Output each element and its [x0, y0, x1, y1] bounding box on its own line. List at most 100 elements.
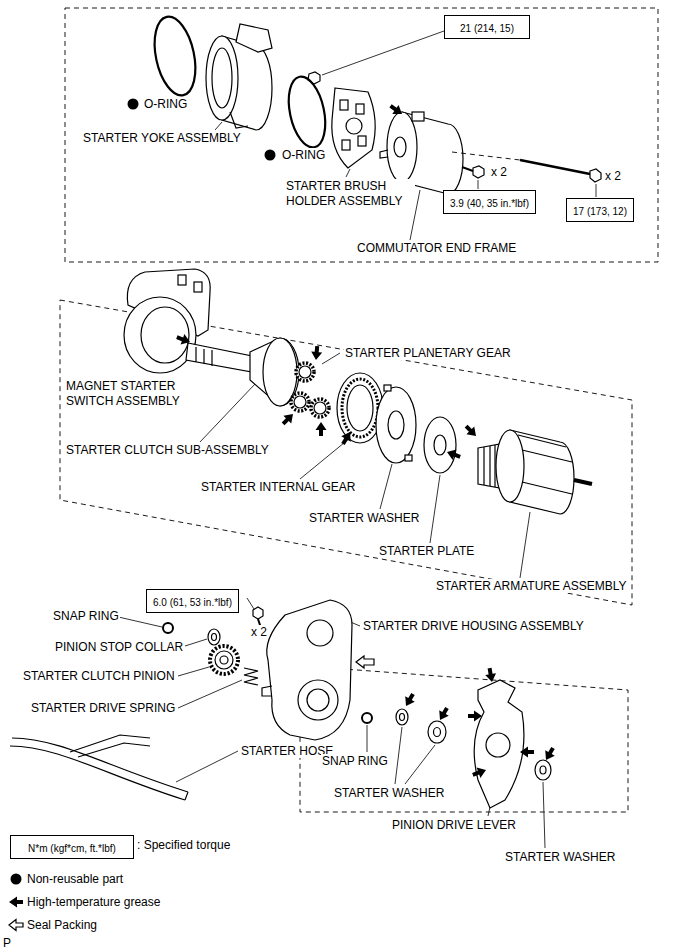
leader-line — [478, 180, 479, 189]
bottom-parts — [471, 765, 488, 780]
drive-lever — [474, 680, 524, 808]
callout-label: STARTER WASHER — [308, 511, 420, 525]
bottom-parts — [484, 667, 497, 683]
bottom-parts — [486, 733, 510, 757]
top-parts — [128, 13, 602, 194]
legend-symbol — [9, 897, 23, 908]
yoke-inner — [212, 48, 232, 108]
bottom-parts — [78, 743, 150, 757]
planet-teeth — [291, 393, 309, 411]
bottom-parts — [468, 711, 482, 722]
o-ring — [148, 13, 202, 99]
bolt-head — [590, 169, 601, 182]
bottom-parts — [70, 735, 150, 752]
middle-parts — [489, 446, 490, 486]
washer — [376, 387, 416, 463]
legend-text: High-temperature grease — [27, 895, 160, 909]
torque-box: 3.9 (40, 35 in.*lbf) — [443, 190, 536, 214]
starter-hose — [12, 738, 188, 792]
bottom-parts — [520, 747, 534, 758]
non-reusable-dot — [265, 150, 276, 161]
callout-label: STARTER BRUSH HOLDER ASSEMBLY — [285, 179, 415, 209]
bottom-parts — [212, 634, 217, 641]
clutch-shaft — [186, 343, 252, 372]
legend-symbol — [11, 874, 22, 885]
torque-box: 21 (214, 15) — [444, 15, 530, 39]
torque-box: 6.0 (61, 53 in.*lbf) — [146, 589, 239, 613]
end-frame-stud — [380, 150, 388, 158]
leader-line — [430, 475, 440, 543]
washer — [428, 721, 446, 743]
callout-label: O-RING — [281, 148, 326, 162]
torque-value: 17 (173, 12) — [573, 206, 627, 218]
callout-label: STARTER WASHER — [504, 850, 616, 864]
group-frame — [60, 8, 658, 812]
seal-packing-arrow — [356, 656, 374, 668]
axis-line — [452, 152, 520, 160]
end-frame-face — [387, 112, 417, 182]
bottom-parts — [401, 691, 418, 709]
switch-terminal — [194, 282, 202, 292]
middle-parts — [338, 429, 355, 447]
leader-line — [215, 122, 222, 130]
end-frame-tab — [412, 112, 424, 121]
screw-head — [473, 166, 484, 178]
nut — [308, 72, 320, 84]
legend-symbol — [9, 920, 23, 931]
planet-hub — [299, 366, 311, 378]
through-bolt — [520, 160, 590, 174]
middle-parts — [483, 447, 484, 485]
leader-line — [178, 667, 209, 676]
callout-label: x 2 — [490, 165, 508, 179]
top-parts — [387, 101, 405, 118]
callout-label: PINION DRIVE LEVER — [391, 818, 517, 832]
bottom-parts — [400, 714, 405, 721]
bottom-parts — [541, 745, 558, 763]
planet-hub — [294, 396, 306, 408]
internal-gear-bore — [347, 385, 373, 431]
middle-parts — [124, 269, 592, 514]
yoke-terminal — [236, 24, 272, 52]
callout-label: P — [2, 936, 12, 949]
leader-line — [405, 745, 435, 784]
legend-text: Non-reusable part — [27, 872, 123, 886]
shaft-spline — [195, 347, 196, 362]
callout-label: STARTER CLUTCH SUB-ASSEMBLY — [65, 443, 270, 457]
brush-center — [346, 118, 362, 134]
bottom-parts — [307, 689, 329, 711]
stop-collar — [208, 629, 220, 645]
callout-label: x 2 — [250, 625, 268, 639]
brush — [340, 100, 348, 110]
drive-housing — [267, 600, 352, 740]
snap-ring — [362, 713, 372, 723]
legend-torque-box: N*m (kgf*cm, ft.*lbf) — [10, 835, 134, 859]
housing-bore — [307, 620, 333, 646]
brush — [342, 140, 350, 150]
middle-parts — [175, 332, 192, 347]
internal-gear-teeth — [342, 379, 378, 437]
armature-face — [496, 430, 524, 502]
snap-ring — [163, 623, 173, 633]
yoke-lead — [230, 112, 248, 128]
leader-line — [367, 725, 368, 752]
switch-bore — [141, 307, 189, 363]
callout-label: MAGNET STARTER SWITCH ASSEMBLY — [65, 379, 192, 409]
middle-parts — [518, 435, 566, 447]
planet-hub — [314, 402, 326, 414]
leader-line — [185, 639, 207, 646]
legend-symbol — [9, 874, 23, 931]
washer-tab — [405, 455, 412, 461]
callout-label: STARTER PLANETARY GEAR — [344, 346, 512, 360]
leader-line — [247, 598, 254, 609]
callout-label: STARTER DRIVE HOUSING ASSEMBLY — [362, 619, 585, 633]
callout-label: STARTER PLATE — [378, 544, 475, 558]
middle-parts — [462, 422, 480, 440]
yoke-face — [206, 36, 238, 120]
washer — [535, 760, 551, 780]
middle-parts — [522, 450, 572, 462]
drive-spring — [244, 668, 258, 685]
housing-bolt — [253, 607, 263, 619]
leader-line — [322, 31, 444, 75]
callout-label: O-RING — [143, 97, 188, 111]
leader-line — [114, 31, 596, 848]
